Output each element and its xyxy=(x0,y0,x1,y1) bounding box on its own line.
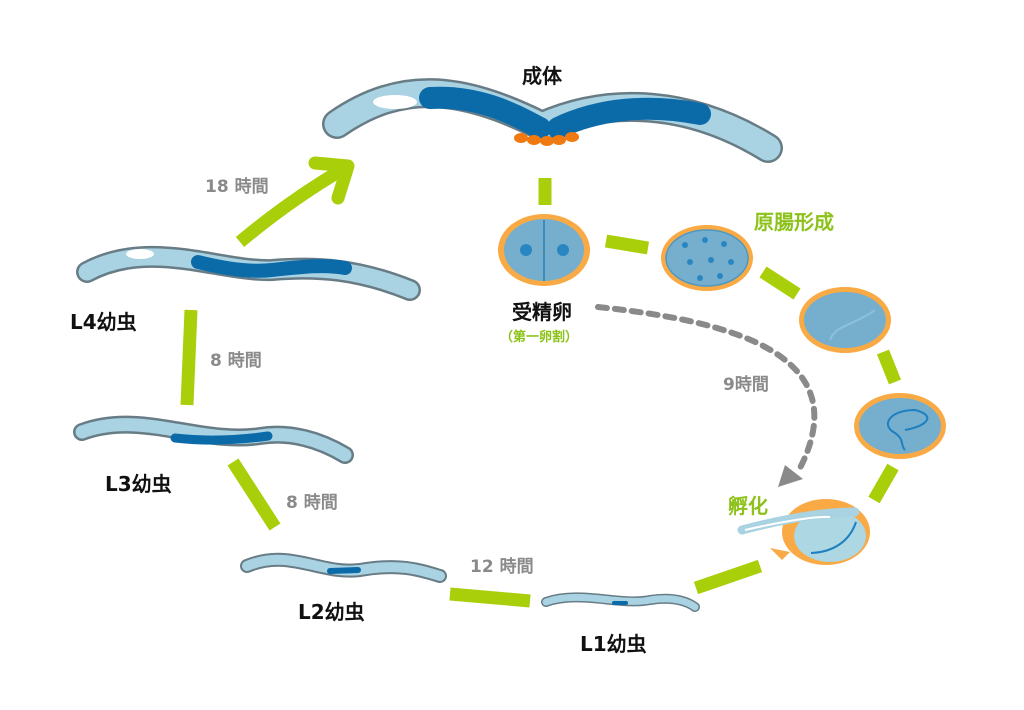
cycle-segment xyxy=(693,559,763,595)
l1-worm xyxy=(541,592,700,612)
embryo-dashed-arrow xyxy=(595,304,818,471)
label-first-cleavage: （第一卵割） xyxy=(500,330,579,345)
label-adult: 成体 xyxy=(522,64,562,88)
label-fertilized-egg: 受精卵 xyxy=(512,300,572,324)
l3-worm xyxy=(73,415,354,464)
hatching-egg xyxy=(737,499,870,565)
cycle-segment xyxy=(227,458,281,531)
bean-stage-egg xyxy=(799,287,891,353)
cycle-segment xyxy=(604,234,650,255)
arrowhead xyxy=(308,156,355,205)
duration-l3-l4: 8 時間 xyxy=(210,351,262,371)
cycle-segment xyxy=(759,266,801,300)
l4-worm xyxy=(76,245,421,301)
oocytes xyxy=(514,132,579,146)
comma-stage-egg xyxy=(854,393,946,459)
label-l2: L2幼虫 xyxy=(298,600,365,624)
cycle-segment xyxy=(868,463,899,504)
cycle-segment xyxy=(180,309,198,406)
l4-to-adult-arrow xyxy=(235,162,349,247)
label-l1: L1幼虫 xyxy=(580,632,647,656)
duration-l4-adult: 18 時間 xyxy=(205,177,269,197)
duration-l1-l2: 12 時間 xyxy=(470,557,534,577)
label-l3: L3幼虫 xyxy=(105,472,172,496)
cycle-path xyxy=(180,156,902,608)
dashed-arrowhead xyxy=(778,465,803,487)
duration-embryo: 9時間 xyxy=(723,375,769,395)
label-hatching: 孵化 xyxy=(728,494,768,518)
label-l4: L4幼虫 xyxy=(70,310,137,334)
label-gastrulation: 原腸形成 xyxy=(754,210,834,234)
adult-worm xyxy=(322,78,783,163)
cycle-segment xyxy=(876,349,902,385)
two-cell-egg xyxy=(498,214,590,286)
duration-l2-l3: 8 時間 xyxy=(286,493,338,513)
gastrula-egg xyxy=(661,225,753,291)
cycle-segment xyxy=(449,587,531,608)
l2-worm xyxy=(240,552,447,583)
